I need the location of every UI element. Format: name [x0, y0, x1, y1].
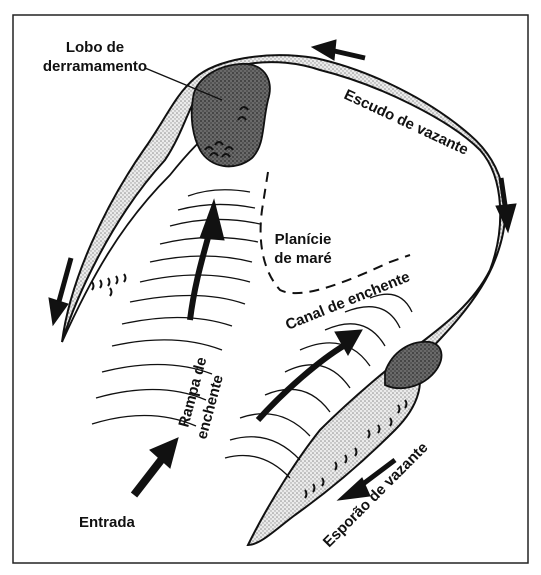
left-spit-bedforms — [92, 274, 126, 296]
label-spillover-lobe-line1: Lobo de — [66, 39, 124, 56]
label-inlet: Entrada — [79, 514, 136, 531]
label-tidal-flat-line1: Planície — [275, 231, 332, 248]
flow-arrows — [49, 40, 516, 500]
spillover-lobe-bottom — [385, 342, 442, 388]
label-spillover-lobe-line2: derramamento — [43, 58, 147, 75]
label-tidal-flat-line2: de maré — [274, 250, 332, 267]
spillover-lobe-top — [192, 64, 270, 167]
figure-frame — [13, 15, 528, 563]
